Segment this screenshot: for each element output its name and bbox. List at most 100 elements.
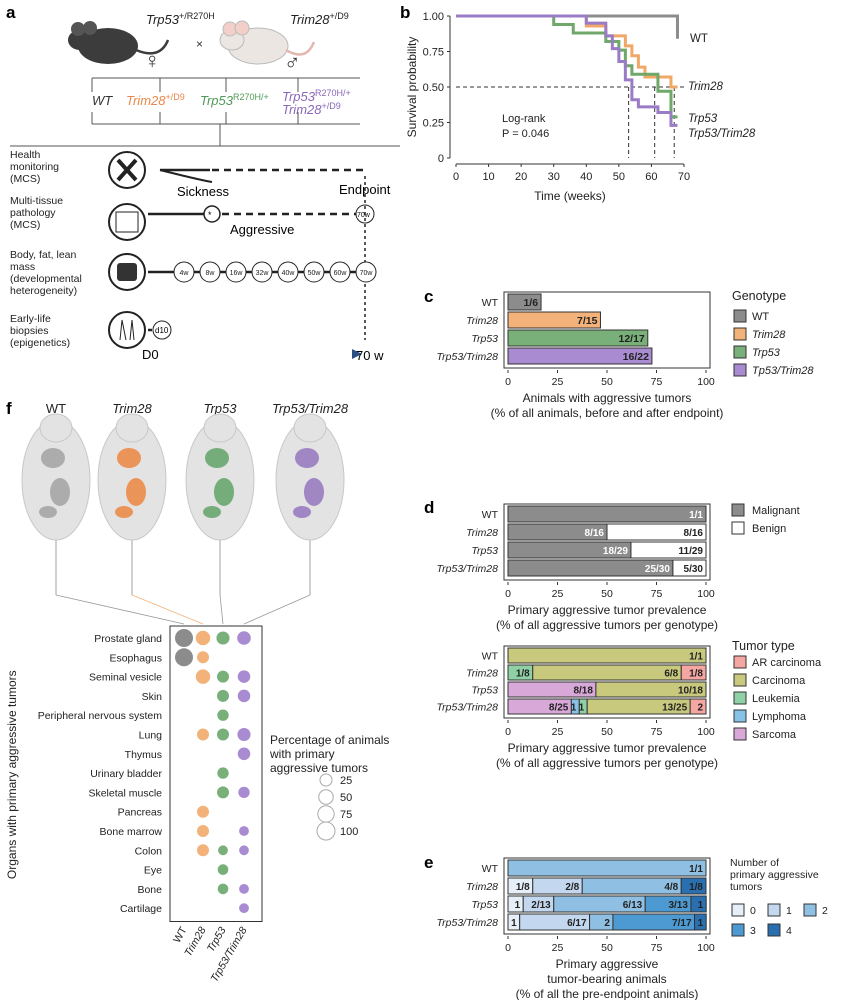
organ-dot xyxy=(237,631,251,645)
bar-segment xyxy=(507,647,707,664)
row-label: pathology xyxy=(10,207,56,219)
connector-line xyxy=(243,594,311,625)
legend-swatch xyxy=(733,363,747,377)
organ-dot xyxy=(216,631,230,645)
bar-segment xyxy=(694,913,707,931)
bar-label: 1/1 xyxy=(689,510,703,521)
x-tick-label: 0 xyxy=(505,942,511,954)
organ-label: Esophagus xyxy=(109,652,162,664)
legend-swatch xyxy=(767,923,781,937)
organ-dot xyxy=(217,689,229,702)
legend-title: tumors xyxy=(730,881,762,893)
organ-icon xyxy=(205,448,229,468)
organ-label: Prostate gland xyxy=(94,633,162,645)
row-label: Health xyxy=(10,149,41,161)
plot-frame xyxy=(503,645,711,719)
week-circle xyxy=(199,261,221,283)
panel-letter-c: c xyxy=(424,287,433,306)
organ-dot xyxy=(237,747,251,761)
row-label: (developmental xyxy=(10,273,82,285)
bar-label: 1/8 xyxy=(689,882,703,893)
x-tick-label: 50 xyxy=(601,376,613,388)
connector-line xyxy=(131,594,204,625)
organ-icon xyxy=(117,448,141,468)
survival-curve xyxy=(456,14,678,89)
x-tick-label: 50 xyxy=(601,588,613,600)
organ-dot xyxy=(197,844,209,857)
bar-label: 18/29 xyxy=(603,546,628,557)
row-label: mass xyxy=(10,261,35,273)
x-axis-label: Time (weeks) xyxy=(534,189,606,203)
bar-label: 3/13 xyxy=(668,900,688,911)
legend-label: Leukemia xyxy=(752,693,801,705)
legend-label: 4 xyxy=(786,925,792,937)
panel-letter-f: f xyxy=(6,399,12,418)
organ-dot xyxy=(217,864,229,875)
size-legend-label: 50 xyxy=(340,792,352,804)
genotype-sup: R270H/+ xyxy=(233,92,269,102)
week-circle-label: 16w xyxy=(230,270,244,277)
bar-label: 8/16 xyxy=(585,528,605,539)
legend-swatch xyxy=(733,727,747,741)
mouse-head-icon xyxy=(39,413,73,443)
organ-dot xyxy=(197,651,209,664)
bar-label: 4/8 xyxy=(664,882,678,893)
organ-label: Bone marrow xyxy=(100,826,163,838)
bar-segment xyxy=(507,859,707,877)
x-tick-label: 50 xyxy=(613,171,625,183)
biopsy-circle-label: d10 xyxy=(155,326,169,335)
legend-swatch xyxy=(731,503,745,517)
row-label: heterogeneity) xyxy=(10,285,77,297)
bar-label: 10/18 xyxy=(678,686,703,697)
x-tick-label: 75 xyxy=(651,588,663,600)
row-label: (MCS) xyxy=(10,219,40,231)
organ-dot xyxy=(197,728,209,741)
organ-dot xyxy=(197,825,209,837)
bar xyxy=(507,311,601,329)
bar-label: 1 xyxy=(511,918,517,929)
organ-icon xyxy=(39,506,57,518)
bar-label: 1 xyxy=(698,918,704,929)
x-tick-label: 50 xyxy=(601,942,613,954)
annotation-text: Log-rank xyxy=(502,113,546,125)
y-tick-label: 0.50 xyxy=(423,82,444,94)
organ-dot xyxy=(195,630,211,646)
size-legend-title: with primary xyxy=(269,747,335,761)
bar-segment xyxy=(680,877,707,895)
x-axis-label: (% of all aggressive tumors per genotype… xyxy=(496,756,718,770)
organ-dot xyxy=(175,648,193,667)
x-axis-label: tumor-bearing animals xyxy=(547,972,666,986)
x-tick-label: 75 xyxy=(651,376,663,388)
organ-label: Thymus xyxy=(125,749,162,761)
x-tick-label: 0 xyxy=(505,726,511,738)
row-label: Multi-tissue xyxy=(10,195,63,207)
bar-label: 1/1 xyxy=(689,652,703,663)
legend-title: Number of xyxy=(730,857,779,869)
legend-swatch xyxy=(733,673,747,687)
bar-label: 2/13 xyxy=(531,900,551,911)
week-circle xyxy=(251,261,273,283)
genotype-name: Trp53 xyxy=(200,93,234,108)
week-circle xyxy=(225,261,247,283)
bar-label: 13/25 xyxy=(662,703,687,714)
x-tick-label: 0 xyxy=(505,588,511,600)
svg-text:Trp53+/R270H: Trp53+/R270H xyxy=(146,11,215,27)
bar-label: 1 xyxy=(698,900,704,911)
legend-label: Benign xyxy=(752,523,786,535)
week-circle-label: 32w xyxy=(256,270,270,277)
organ-icon xyxy=(293,506,311,518)
legend-label: WT xyxy=(752,311,769,323)
category-label: Trp53/Trim28 xyxy=(437,563,499,575)
connector-line xyxy=(219,594,224,625)
column-label: WT xyxy=(171,924,190,945)
x-tick-label: 60 xyxy=(645,171,657,183)
genotype-label: Trim28+/D9 xyxy=(282,101,341,117)
mouse-title: WT xyxy=(46,401,66,416)
week-circle xyxy=(355,261,377,283)
legend-swatch xyxy=(803,903,817,917)
x-axis-label: (% of all aggressive tumors per genotype… xyxy=(496,618,718,632)
d0-label: D0 xyxy=(142,347,159,362)
